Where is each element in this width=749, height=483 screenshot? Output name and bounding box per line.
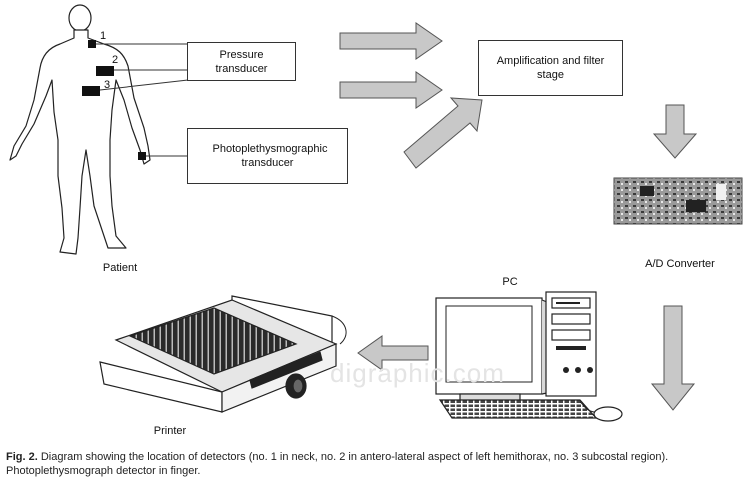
ad-converter-label: A/D Converter — [645, 258, 715, 270]
watermark-text: digraphic.com — [330, 358, 505, 388]
printer-device — [99, 295, 347, 413]
detector-1-label: 1 — [100, 30, 107, 42]
amplification-stage-box: Amplification and filter stage — [478, 40, 623, 96]
patient-figure — [9, 4, 151, 255]
arrow-right-upper — [339, 22, 443, 60]
figure-caption: Fig. 2. Diagram showing the location of … — [6, 450, 746, 478]
ppg-transducer-box: Photoplethysmographic transducer — [187, 128, 348, 184]
printer-label: Printer — [153, 425, 187, 437]
arrow-left-to-printer — [357, 335, 429, 371]
ad-converter-board — [613, 177, 743, 225]
patient-label: Patient — [102, 262, 138, 274]
arrow-down-to-pc — [650, 305, 696, 411]
detector-1-marker — [88, 40, 96, 48]
pressure-transducer-box: Pressure transducer — [187, 42, 296, 81]
arrow-diagonal — [403, 97, 483, 169]
detector-2-marker — [96, 66, 114, 76]
amplification-label: Amplification and filter stage — [496, 55, 605, 81]
arrow-right-lower — [339, 71, 443, 109]
detector-2-label: 2 — [112, 54, 119, 66]
figure-number: Fig. 2. — [6, 451, 38, 463]
leader-lines — [96, 43, 189, 157]
pc-label: PC — [502, 276, 518, 288]
detector-3-marker — [82, 86, 100, 96]
ppg-transducer-label: Photoplethysmographic transducer — [212, 143, 328, 169]
finger-detector-marker — [138, 152, 146, 160]
detector-3-label: 3 — [104, 79, 111, 91]
figure-caption-text: Diagram showing the location of detector… — [6, 451, 669, 477]
pc-computer — [435, 291, 623, 422]
pressure-transducer-label: Pressure transducer — [215, 48, 268, 75]
arrow-down-to-ad — [652, 104, 698, 159]
